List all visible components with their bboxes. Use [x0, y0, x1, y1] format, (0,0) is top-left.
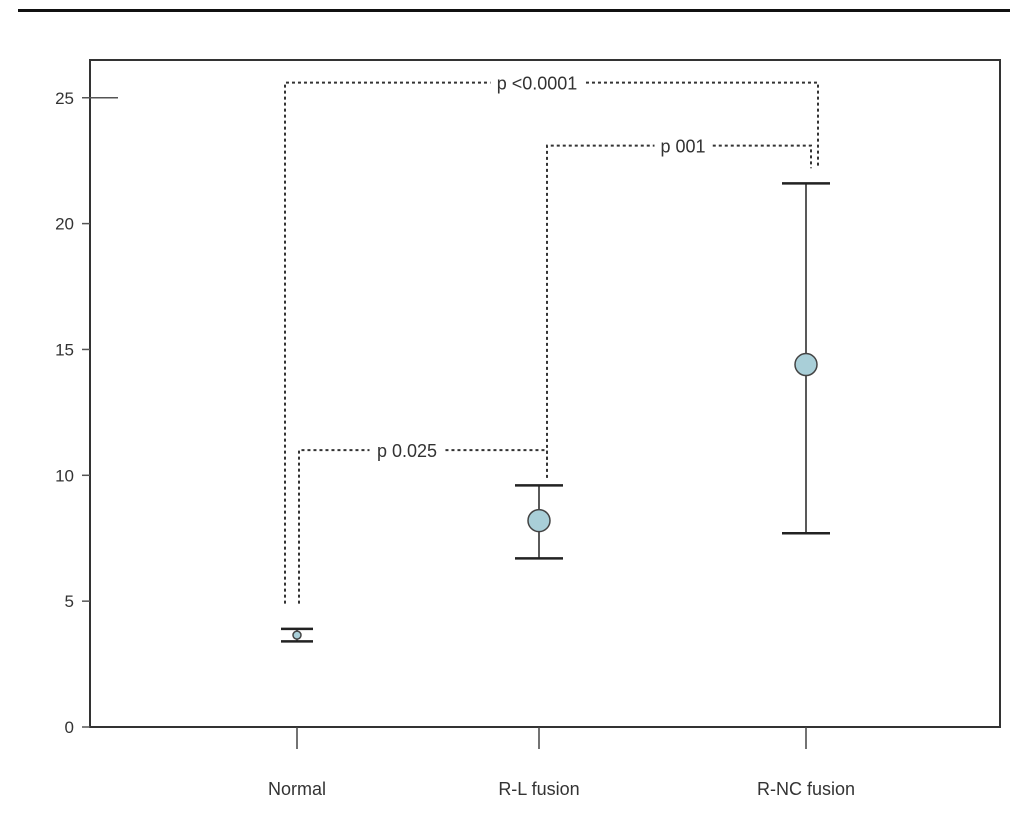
- y-tick-label: 20: [55, 215, 74, 234]
- mean-point: [527, 508, 551, 533]
- bracket-label: p 001: [660, 137, 705, 157]
- mean-point: [292, 630, 302, 640]
- plot-frame: [89, 59, 1001, 728]
- bracket-label-bg: [654, 135, 712, 156]
- bracket-label-bg: [490, 72, 584, 93]
- y-tick-label: 15: [55, 340, 74, 359]
- x-tick-label: R-NC fusion: [757, 779, 855, 799]
- y-tick-label: 10: [55, 466, 74, 485]
- x-tick-label: R-L fusion: [498, 779, 579, 799]
- x-tick-label: Normal: [268, 779, 326, 799]
- mean-point: [794, 352, 818, 377]
- significance-bracket: [546, 144, 812, 478]
- bracket-label: p <0.0001: [497, 74, 578, 94]
- bracket-label: p 0.025: [377, 441, 437, 461]
- y-tick-label: 0: [65, 718, 74, 737]
- y-tick-label: 25: [55, 89, 74, 108]
- bracket-label-bg: [369, 440, 445, 461]
- significance-bracket: [298, 449, 548, 604]
- y-tick-label: 5: [65, 592, 74, 611]
- top-rule: [18, 9, 1010, 12]
- significance-bracket: [284, 81, 819, 604]
